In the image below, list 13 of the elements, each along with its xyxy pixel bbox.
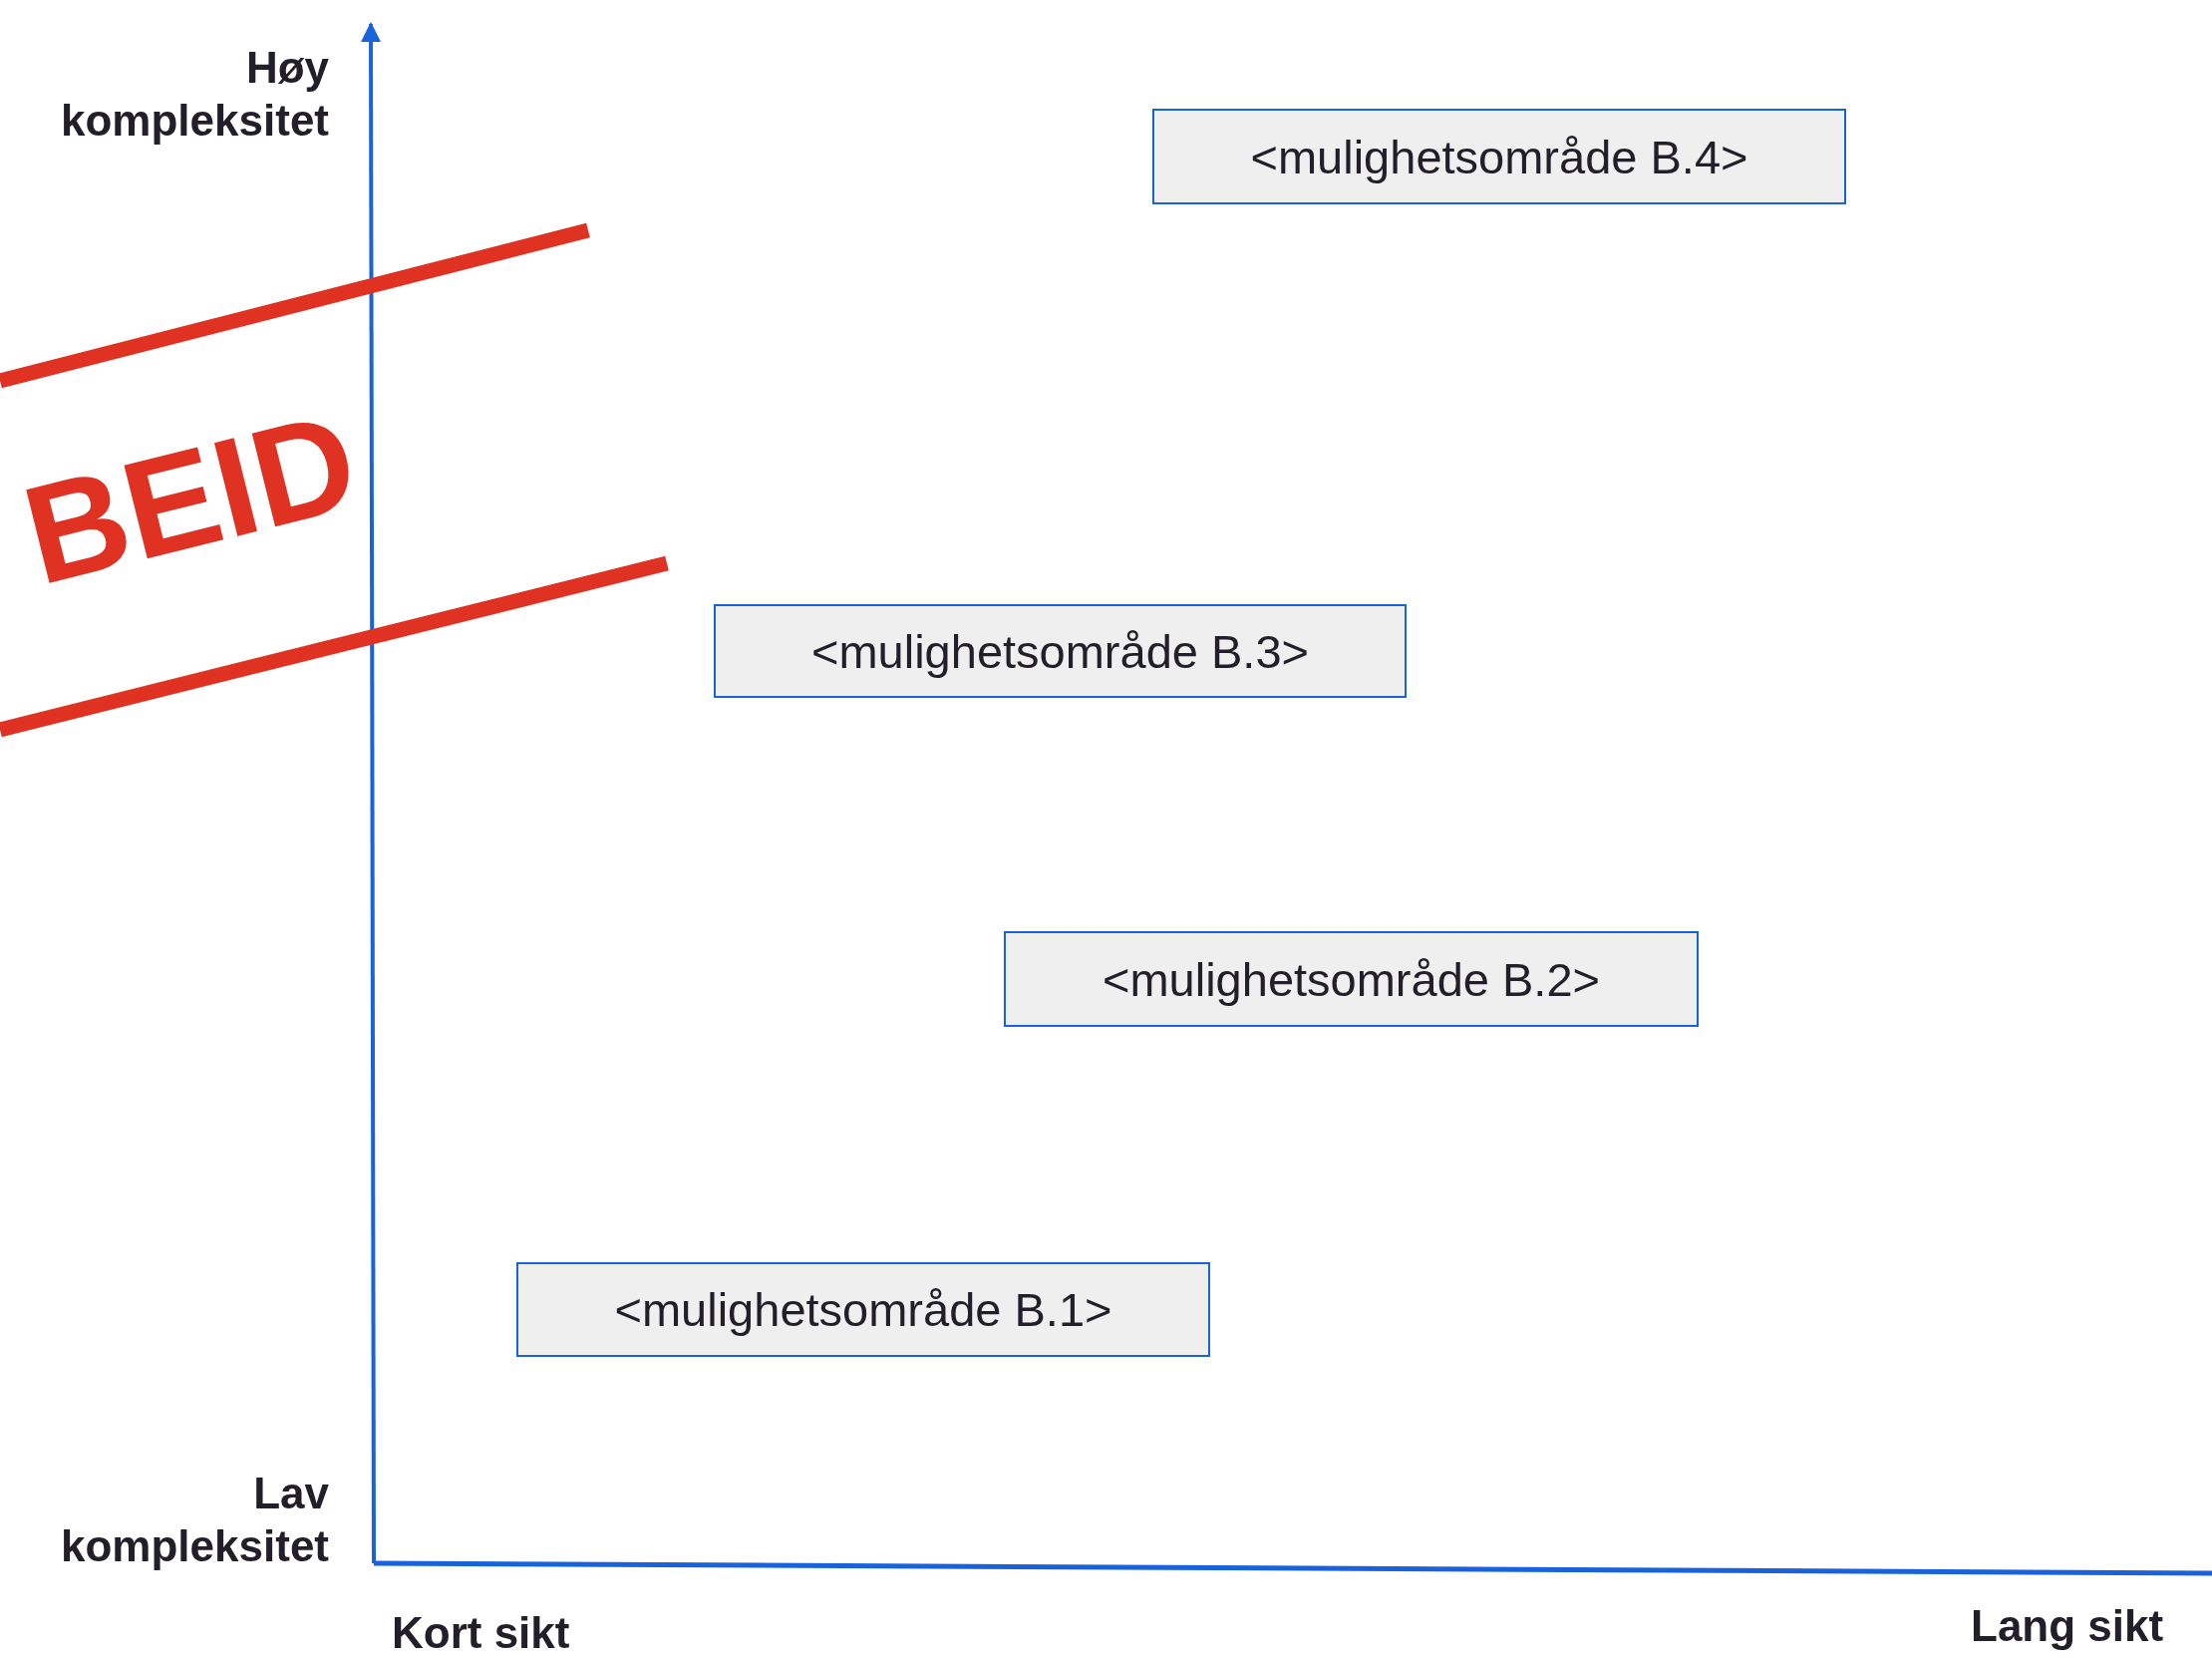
- area-box: [1004, 931, 1699, 1027]
- area-label: <mulighetsområde B.3>: [811, 623, 1309, 679]
- area-label: <mulighetsområde B.2>: [1103, 951, 1600, 1007]
- axis-label: Lav kompleksitet: [60, 1468, 329, 1572]
- axis-label: Høy kompleksitet: [60, 42, 329, 147]
- axis-label: Kort sikt: [392, 1607, 570, 1658]
- area-box: [516, 1262, 1210, 1357]
- area-box: [714, 604, 1407, 698]
- axis-label: Lang sikt: [1971, 1600, 2164, 1652]
- area-label: <mulighetsområde B.4>: [1250, 129, 1748, 184]
- area-label: <mulighetsområde B.1>: [614, 1282, 1112, 1337]
- stamp-text: BEID: [12, 390, 370, 607]
- area-box: [1152, 109, 1846, 204]
